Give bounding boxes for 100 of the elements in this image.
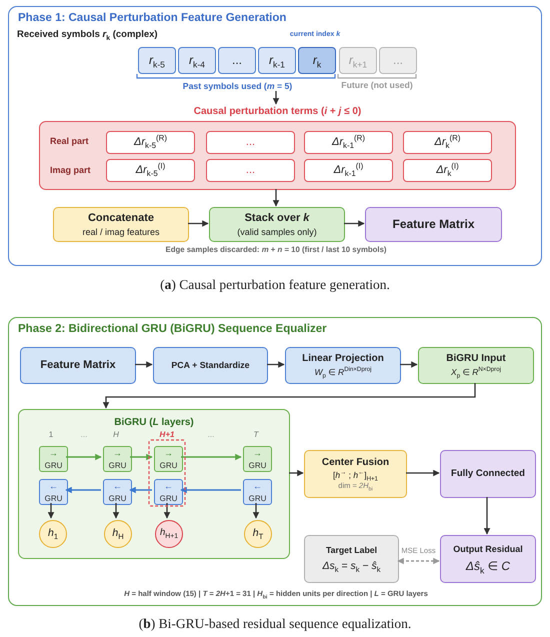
process-box <box>209 207 345 242</box>
dashed-arrow <box>397 558 440 564</box>
time-step-label: 1 <box>48 430 54 440</box>
symbol-box: r$_{k-1}$ <box>258 47 296 74</box>
arrow <box>181 454 242 460</box>
direction-symbol: ← <box>113 481 122 492</box>
gru-cell-box <box>103 479 132 505</box>
arrow <box>48 503 54 519</box>
arrow <box>289 470 304 476</box>
process-box: Feature Matrix <box>365 207 502 242</box>
gru-label: GRU <box>108 494 126 503</box>
box-title: BiGRU Input <box>446 353 506 365</box>
direction-symbol: ← <box>253 481 262 492</box>
time-step-label: T <box>254 430 258 440</box>
box-title: Stack over k <box>244 212 310 225</box>
box-subtitle: (valid samples only) <box>237 226 317 237</box>
arrow <box>135 361 153 368</box>
gru-label: GRU <box>160 460 178 470</box>
box-subtitle: X$_{p}$ ∈ R$^{N×Dproj}$ <box>451 368 501 378</box>
gru-cell-box <box>103 446 132 472</box>
gru-cell-box <box>154 479 183 505</box>
bracket-label: Future (not used) <box>341 80 413 90</box>
phase-panel <box>8 6 542 266</box>
gru-cell-box <box>243 479 272 505</box>
process-box <box>418 347 534 384</box>
row-label: Imag part <box>50 165 91 176</box>
arrow <box>344 220 365 227</box>
box-subtitle: real / imag features <box>82 226 160 237</box>
box-formula: W$_{p}$ ∈ R$^{Din×Dproj}$ <box>314 368 372 378</box>
symbol-box: r$_{k-5}$ <box>138 47 176 74</box>
phase-panel <box>8 317 542 606</box>
bracket-label: Past symbols used (m = 5) <box>182 81 293 92</box>
current-symbol-box: r$_{k}$ <box>298 47 336 74</box>
sequence-label: Received symbols r$_{k}$ (complex) <box>17 30 158 41</box>
panel-title: Phase 2: Bidirectional GRU (BiGRU) Sequence Equalizer <box>18 323 327 336</box>
figure-caption: (a) Causal perturbation feature generation. <box>160 277 390 293</box>
arrow <box>400 361 418 368</box>
symbol-box: r$_{k-4}$ <box>178 47 216 74</box>
section-heading: Causal perturbation terms (i + j ≤ 0) <box>194 106 362 118</box>
time-step-label: H+1 <box>160 430 174 440</box>
arrow <box>484 497 490 535</box>
time-step-label: ... <box>208 430 214 440</box>
gru-label: GRU <box>248 494 266 503</box>
box-title: Target Label <box>326 545 377 556</box>
gru-cell-box <box>243 446 272 472</box>
arrow <box>65 486 101 494</box>
gru-cell-box <box>154 446 183 472</box>
process-box: PCA + Standardize <box>153 347 268 384</box>
hidden-state-circle: h$_{H+1}$ <box>155 520 183 548</box>
box-title: Linear Projection <box>302 353 384 365</box>
process-box <box>53 207 189 242</box>
gru-label: GRU <box>108 460 126 470</box>
hidden-state-circle: h$_{T}$ <box>244 520 272 548</box>
term-cell: ... <box>206 131 295 154</box>
direction-symbol: ← <box>49 481 58 492</box>
arrow <box>267 361 285 368</box>
process-box: Feature Matrix <box>20 347 136 384</box>
direction-symbol: → <box>164 448 173 459</box>
arrow <box>129 486 152 494</box>
row-label: Real part <box>50 136 89 146</box>
box-formula: Δŝ$_{k}$ ∈ C <box>466 560 510 574</box>
process-box <box>440 535 536 583</box>
arrow <box>272 189 280 207</box>
future-symbol-box: r$_{k+1}$ <box>339 47 377 74</box>
term-cell: ... <box>206 159 295 182</box>
arrow <box>164 503 170 519</box>
direction-symbol: → <box>49 448 58 459</box>
gru-label: GRU <box>44 460 62 470</box>
time-step-label: ... <box>80 430 88 440</box>
process-box: Fully Connected <box>440 450 536 498</box>
gru-label: GRU <box>248 460 266 470</box>
direction-symbol: → <box>253 448 262 459</box>
bigru-panel <box>18 409 290 559</box>
box-title: Center Fusion <box>322 457 390 469</box>
figure-caption: (b) Bi-GRU-based residual sequence equalization. <box>138 616 412 632</box>
symbol-box: ... <box>218 47 256 74</box>
future-symbol-box: ... <box>379 47 417 74</box>
arrow <box>406 470 440 476</box>
gru-label: GRU <box>44 494 62 503</box>
box-title: Output Residual <box>453 544 523 555</box>
box-formula: Δs$_{k}$ = s$_{k}$ − ŝ$_{k}$ <box>322 560 381 573</box>
panel-title: BiGRU (L layers) <box>114 417 194 428</box>
process-box <box>285 347 401 384</box>
arrow <box>188 220 209 227</box>
process-box <box>304 450 407 498</box>
arrow <box>272 91 280 105</box>
gru-label: GRU <box>160 494 178 503</box>
arrow <box>130 454 153 460</box>
hidden-state-circle: h$_{1}$ <box>39 520 67 548</box>
arrow <box>112 503 120 519</box>
arrow <box>180 486 241 494</box>
direction-symbol: → <box>113 448 122 459</box>
box-title: Concatenate <box>88 212 154 225</box>
panel-title: Phase 1: Causal Perturbation Feature Generation <box>18 12 286 26</box>
arrow <box>102 383 476 409</box>
direction-symbol: ← <box>164 481 173 492</box>
arrow <box>252 503 260 519</box>
arrow <box>66 454 102 460</box>
gru-cell-box <box>39 446 68 472</box>
gru-cell-box <box>39 479 68 505</box>
